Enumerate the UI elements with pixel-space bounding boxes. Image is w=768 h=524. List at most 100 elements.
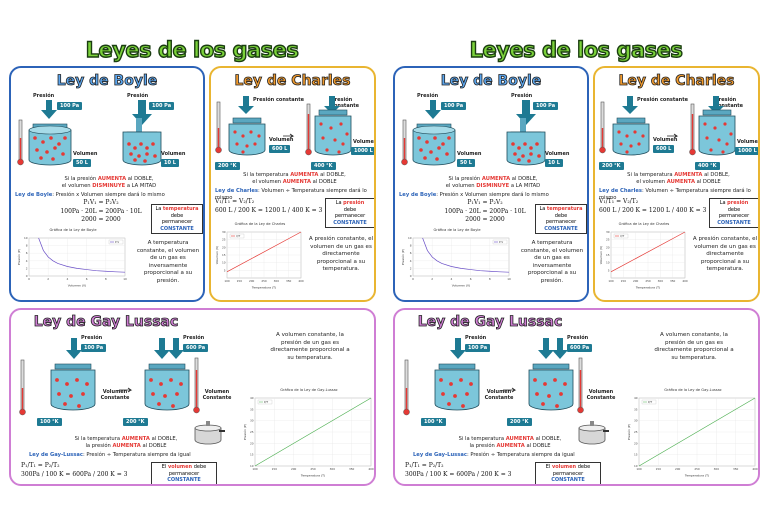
pressure-label: Presión xyxy=(567,335,589,341)
boyle-title: Ley de Boyle xyxy=(440,73,542,90)
gay-lussac-illustration xyxy=(19,338,200,416)
x-tick-label: 100 xyxy=(636,467,642,471)
chart-title: Gráfica de la Ley de Charles xyxy=(619,222,670,226)
charles-panel: Ley de Charles Presión constante Presión… xyxy=(209,66,376,302)
pressure-label: Presión constante xyxy=(715,97,744,109)
volume-tag: 50 L xyxy=(457,159,475,167)
x-tick-label: 200 xyxy=(249,279,255,283)
gay-lussac-formula: P₁/T₁ = P₂/T₂ 300Pa / 100 K = 600Pa / 20… xyxy=(21,462,128,478)
x-tick-label: 2 xyxy=(431,277,433,281)
series-line xyxy=(38,237,126,273)
charles-statement: Si la temperatura AUMENTA al DOBLE, el v… xyxy=(243,172,346,186)
gay-lussac-statement: Si la temperatura AUMENTA al DOBLE, la p… xyxy=(458,436,562,450)
y-tick-label: 35 xyxy=(250,407,254,411)
gay-lussac-description: A volumen constante, la presión de un ga… xyxy=(270,332,350,361)
boyle-description: A temperatura constante, el volumen de u… xyxy=(136,240,200,284)
legend-label: V/T xyxy=(236,234,241,238)
boyle-statement: Si la presión AUMENTA al DOBLE, el volum… xyxy=(61,176,157,190)
volume-label: Volumen xyxy=(353,139,376,145)
legend-box xyxy=(613,233,629,239)
volume-label: Volumen xyxy=(161,151,186,157)
x-tick-label: 100 xyxy=(252,467,258,471)
y-tick-label: 4 xyxy=(410,259,412,263)
volume-tag: 600 L xyxy=(653,145,675,153)
legend-box xyxy=(108,239,124,245)
chart-title: Gráfica de la Ley de Gay-Lussac xyxy=(280,388,338,392)
temperature-tag: 100 °K xyxy=(421,418,446,426)
charles-title: Ley de Charles xyxy=(618,73,735,90)
charles-constant-box: La presión debe permanecer CONSTANTE xyxy=(709,198,758,228)
pressure-label: Presión xyxy=(81,335,103,341)
volume-label: Volumen xyxy=(653,137,678,143)
chart-title: Gráfica de la Ley de Charles xyxy=(235,222,286,226)
boyle-illustration xyxy=(17,100,162,166)
volume-label: Volumen xyxy=(545,151,570,157)
chart-title: Gráfica de la Ley de Boyle xyxy=(433,228,481,232)
x-tick-label: 300 xyxy=(658,279,664,283)
chart-title: Gráfica de la Ley de Gay-Lussac xyxy=(664,388,722,392)
x-tick-label: 350 xyxy=(286,279,292,283)
pressure-tag: 100 Pa xyxy=(81,344,107,352)
volume-label: Volumen xyxy=(737,139,760,145)
x-tick-label: 250 xyxy=(645,279,651,283)
temperature-tag: 200 °K xyxy=(123,418,148,426)
x-tick-label: 400 xyxy=(682,279,688,283)
pressure-cooker-icon xyxy=(578,421,609,445)
boyle-statement: Si la presión AUMENTA al DOBLE, el volum… xyxy=(445,176,541,190)
temperature-tag: 100 °K xyxy=(37,418,62,426)
legend-box xyxy=(492,239,508,245)
x-tick-label: 200 xyxy=(291,467,297,471)
temperature-tag: 200 °K xyxy=(215,162,240,170)
x-tick-label: 400 xyxy=(298,279,304,283)
charles-description: A presión constante, el volumen de un ga… xyxy=(308,236,374,273)
pressure-label: Presión xyxy=(33,93,55,99)
boyle-constant-box: La temperatura debe permanecer CONSTANTE xyxy=(151,204,203,234)
legend-box xyxy=(229,233,245,239)
y-tick-label: 20 xyxy=(634,441,638,445)
legend-box xyxy=(641,399,657,405)
pressure-label: Presión constante xyxy=(637,97,688,103)
pressure-label: Presión xyxy=(183,335,205,341)
y-tick-label: 20 xyxy=(250,441,254,445)
y-tick-label: 25 xyxy=(634,430,638,434)
x-tick-label: 200 xyxy=(633,279,639,283)
gay-lussac-title: Ley de Gay Lussac xyxy=(417,314,563,331)
volume-label: Volumen xyxy=(269,137,294,143)
x-tick-label: 350 xyxy=(349,467,355,471)
temperature-tag: 400 °K xyxy=(695,162,720,170)
y-tick-label: 6 xyxy=(410,251,412,255)
pressure-label: Presión constante xyxy=(331,97,360,109)
pressure-tag: 100 Pa xyxy=(149,102,175,110)
y-tick-label: 8 xyxy=(26,244,28,248)
x-tick-label: 150 xyxy=(656,467,662,471)
y-tick-label: 10 xyxy=(250,464,254,468)
y-axis-label: Volumen (V) xyxy=(599,246,603,264)
x-axis-label: Volumen (V) xyxy=(68,284,86,288)
y-tick-label: 30 xyxy=(222,230,226,234)
legend-box xyxy=(257,399,273,405)
series-line xyxy=(422,237,510,273)
gay-lussac-law-text: Ley de Gay-Lussac: Presión ÷ Temperatura… xyxy=(29,452,191,458)
x-tick-label: 150 xyxy=(621,279,627,283)
boyle-formula: P₁V₁ = P₂V₂ 100Pa · 20L = 200Pa · 10L 20… xyxy=(444,199,526,224)
y-tick-label: 10 xyxy=(24,236,28,240)
legend-label: V/T xyxy=(620,234,625,238)
y-axis-label: Volumen (V) xyxy=(215,246,219,264)
y-axis-label: Presión (P) xyxy=(401,249,405,265)
y-tick-label: 30 xyxy=(606,230,610,234)
charles-illustration xyxy=(215,96,352,156)
y-tick-label: 2 xyxy=(410,266,412,270)
x-tick-label: 150 xyxy=(237,279,243,283)
y-tick-label: 20 xyxy=(222,245,226,249)
charles-illustration xyxy=(599,96,736,156)
volume-label: Volumen Constante xyxy=(484,389,514,401)
pressure-label: Presión xyxy=(417,93,439,99)
volume-tag: 10 L xyxy=(161,159,179,167)
y-tick-label: 5 xyxy=(608,268,610,272)
series-line xyxy=(638,397,756,467)
gay-lussac-statement: Si la temperatura AUMENTA al DOBLE, la p… xyxy=(74,436,178,450)
